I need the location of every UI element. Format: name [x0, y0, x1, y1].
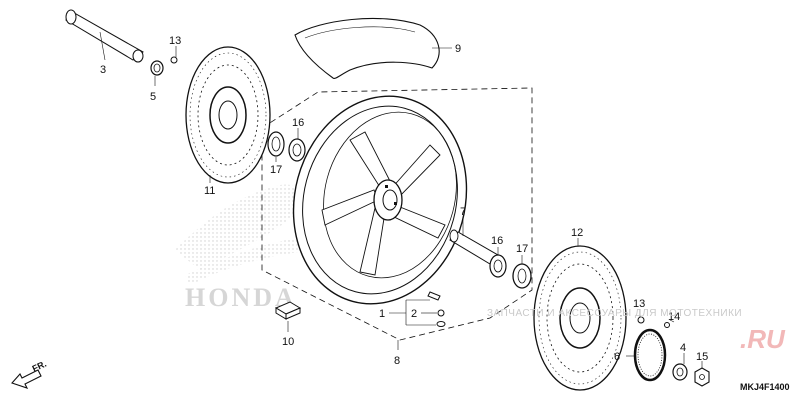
- brake-disc-right: [533, 238, 627, 391]
- callout-9: 9: [455, 43, 461, 55]
- callout-4: 4: [680, 342, 686, 354]
- callout-6: 6: [614, 351, 620, 363]
- callout-13-right: 13: [633, 298, 645, 310]
- side-collar-part: [672, 353, 688, 381]
- pulser-ring-part: [626, 328, 667, 382]
- front-direction-arrow-icon: [11, 369, 42, 389]
- honda-wing-watermark: HONDA: [175, 184, 320, 312]
- callout-11: 11: [204, 185, 215, 197]
- valve-leader-lines: [389, 299, 437, 326]
- callout-3: 3: [100, 64, 106, 76]
- honda-watermark-text: HONDA: [185, 283, 297, 312]
- axle-nut-part: [694, 361, 710, 387]
- site-watermark: .RU: [740, 324, 786, 354]
- callout-14: 14: [668, 311, 680, 323]
- bolt-part-right: [637, 309, 645, 324]
- wheel-rim: [292, 95, 468, 305]
- balance-weight-part: [274, 301, 302, 332]
- callout-13-left: 13: [169, 35, 181, 47]
- brake-disc-left: [185, 46, 271, 184]
- shop-watermark: ЗАПЧАСТИ И АКСЕССУАРЫ ДЛЯ МОТОТЕХНИКИ: [487, 308, 742, 319]
- front-direction-label: FR.: [31, 359, 48, 374]
- callout-16-left: 16: [292, 117, 304, 129]
- callout-5: 5: [150, 91, 156, 103]
- callout-1: 1: [379, 308, 385, 320]
- tire-part: [294, 17, 452, 79]
- bearing-part-left: [288, 128, 306, 162]
- bearing-part-right: [489, 247, 507, 278]
- bolt-part-left: [170, 46, 178, 64]
- callout-8: 8: [394, 355, 400, 367]
- callout-7: 7: [460, 206, 466, 218]
- valve-part: [427, 291, 446, 327]
- collar-part: [150, 60, 164, 86]
- callout-16-right: 16: [491, 235, 503, 247]
- callout-12: 12: [571, 227, 583, 239]
- axle-part: [65, 9, 144, 63]
- callout-17-left: 17: [270, 164, 282, 176]
- seal-part-right: [512, 255, 532, 289]
- callout-15: 15: [696, 351, 708, 363]
- diagram-code: MKJ4F1400: [740, 382, 790, 392]
- callout-17-right: 17: [516, 243, 528, 255]
- screw-part: [664, 319, 675, 328]
- assembly-box: [261, 87, 533, 341]
- callout-2: 2: [411, 308, 417, 320]
- seal-part-left: [267, 131, 285, 162]
- callout-10: 10: [282, 336, 294, 348]
